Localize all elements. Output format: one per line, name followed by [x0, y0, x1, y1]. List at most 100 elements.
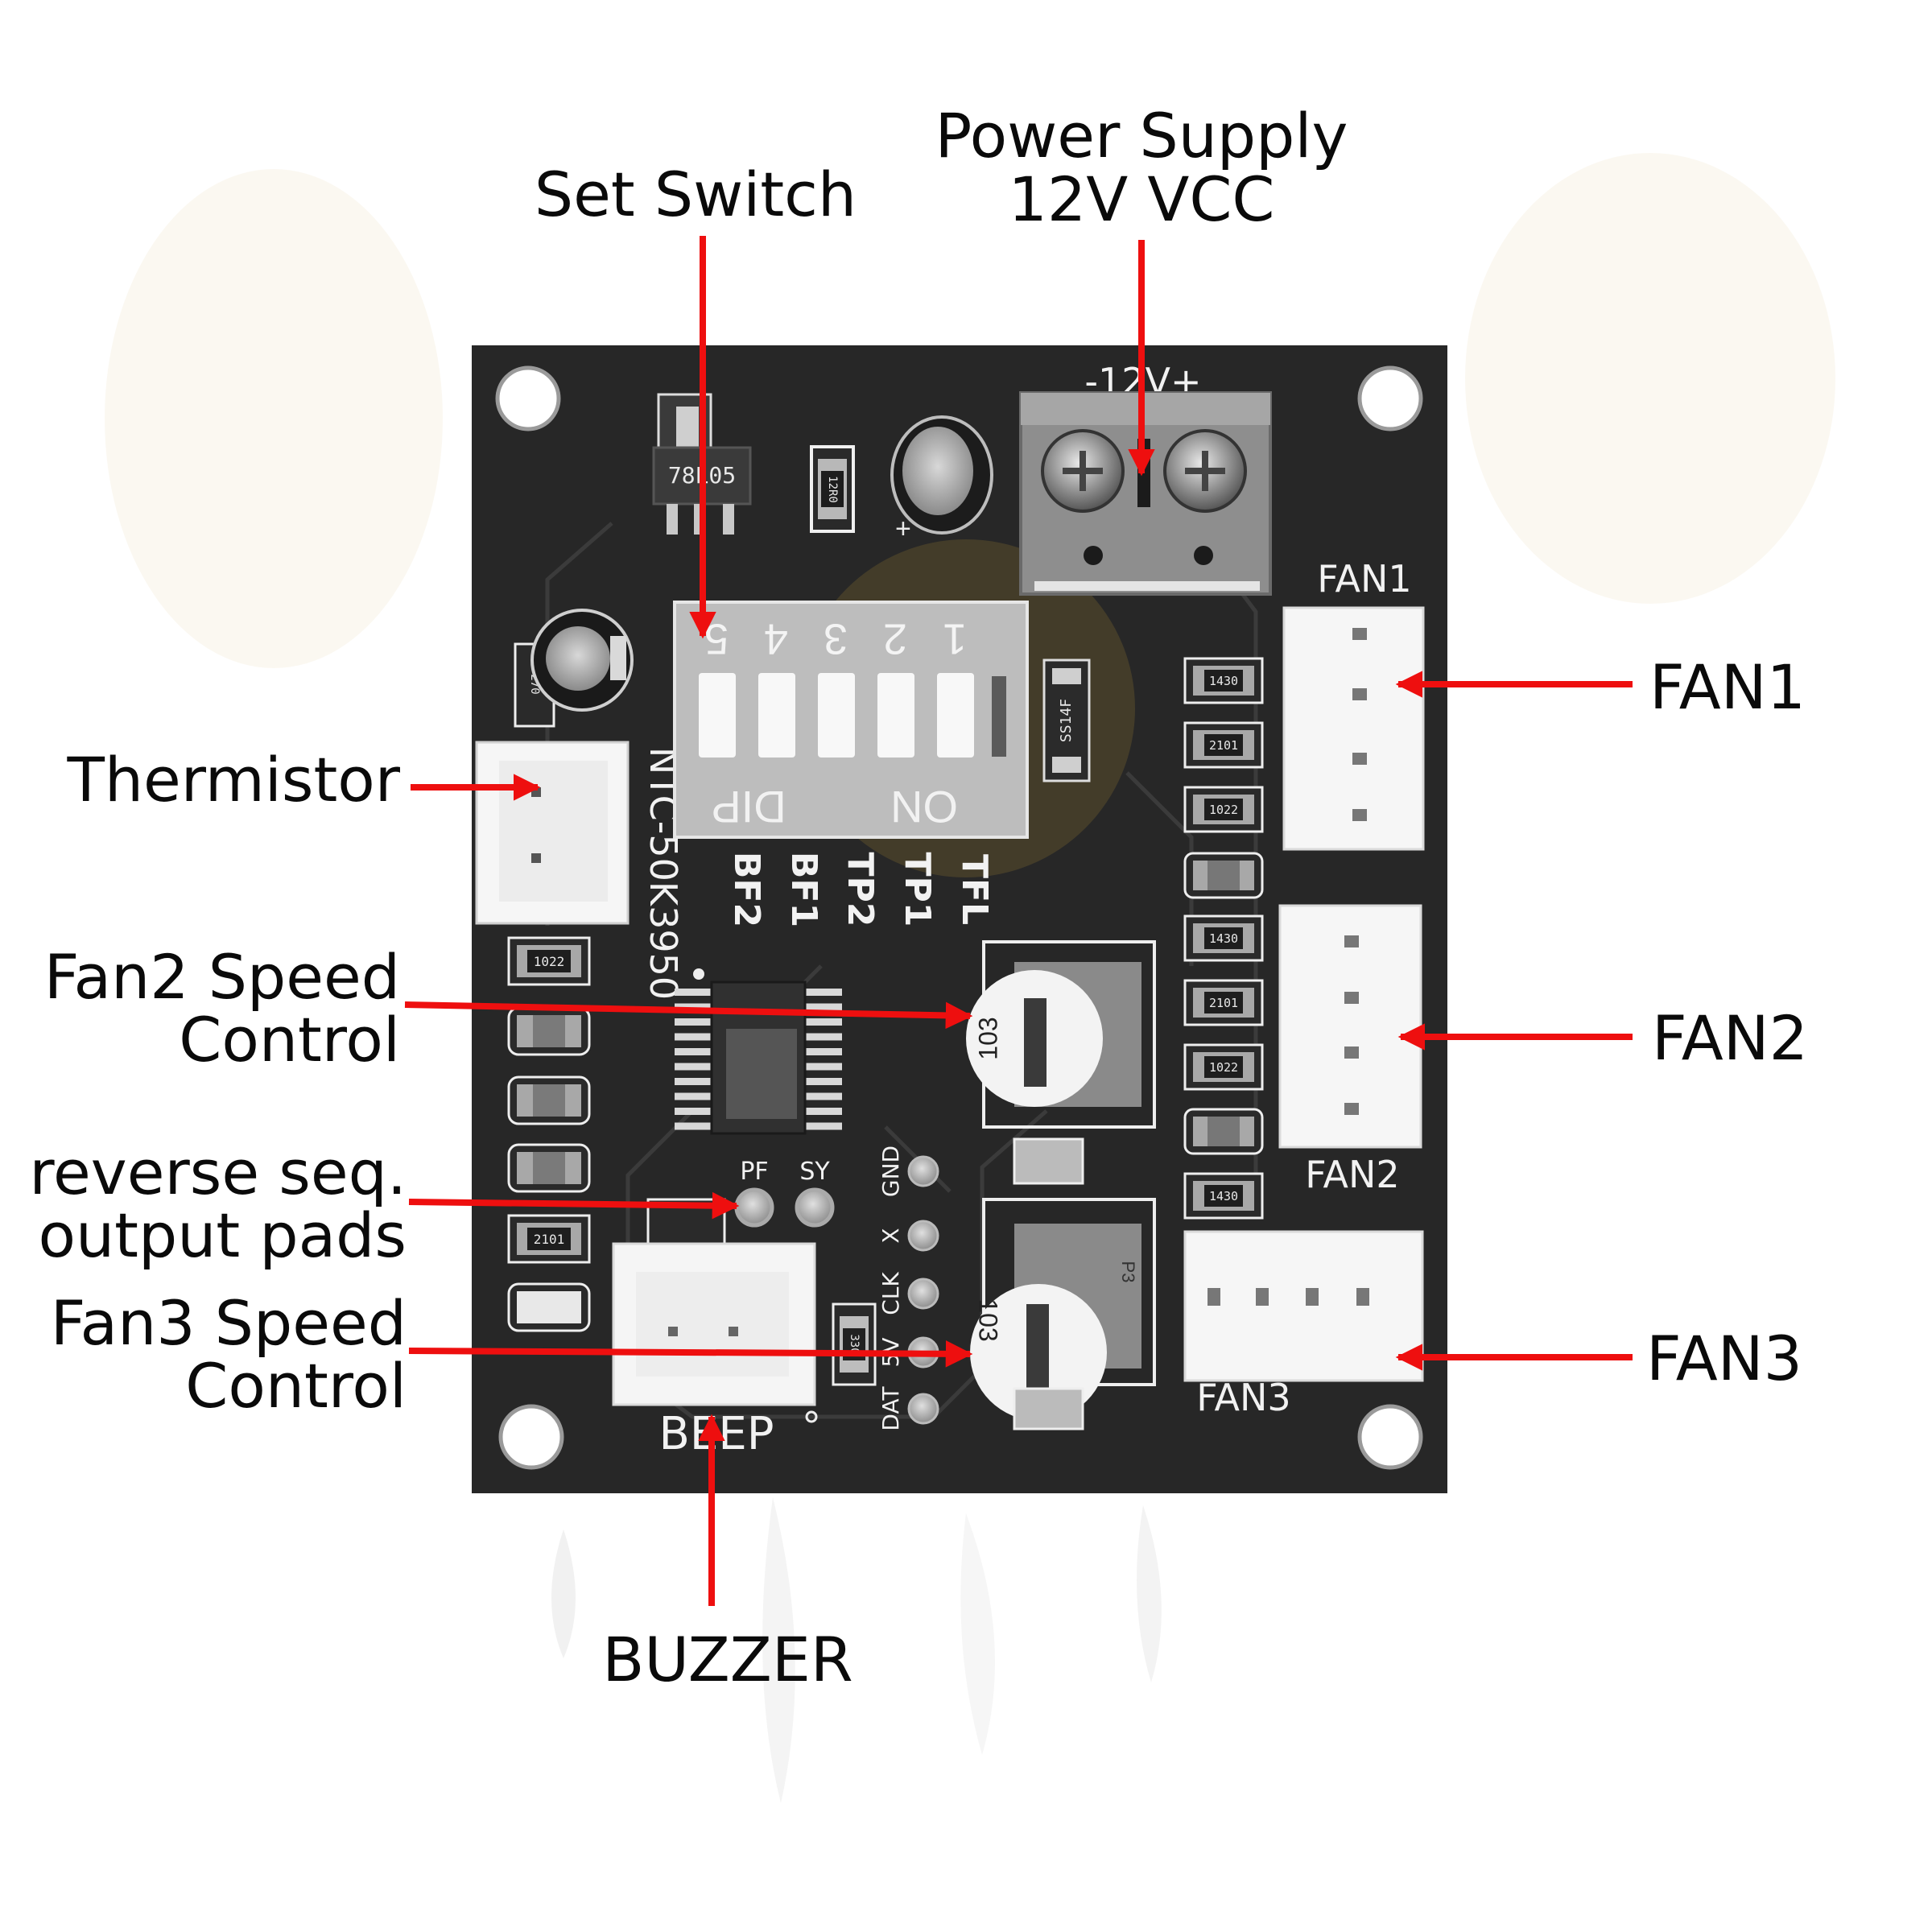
ic-pin: [675, 1033, 712, 1041]
label-power-supply-line2: 12V VCC: [1009, 163, 1275, 235]
dip-toggle-2[interactable]: [877, 673, 914, 758]
prog-pin-label: CLK: [877, 1272, 904, 1315]
pad-pf[interactable]: [734, 1187, 774, 1228]
dip-number-3: 3: [824, 615, 848, 663]
capacitor-plus-mark: +: [895, 514, 911, 544]
label-buzzer: BUZZER: [602, 1624, 852, 1695]
dip-switch[interactable]: 5 4 3 2 1 DIP ON: [673, 601, 1029, 839]
dip-toggle-1[interactable]: [937, 673, 974, 758]
mounting-holes: [495, 365, 1423, 1470]
left-resistor-column: 1022 2101: [507, 936, 591, 1332]
right-resistor-column: 1430 2101 1022 1430 2101 1022 1430: [1183, 657, 1264, 1220]
prog-pin-dat[interactable]: DAT: [877, 1386, 939, 1431]
fan3-header[interactable]: FAN3: [1183, 1230, 1424, 1419]
fan3-silkscreen-label: FAN3: [1196, 1376, 1290, 1419]
fan2-speed-trimmer[interactable]: 103: [966, 940, 1156, 1185]
fan2-silkscreen-label: FAN2: [1305, 1153, 1399, 1196]
resistor-12r0-marking: 12R0: [826, 476, 839, 503]
arrow-fan3-speed: [408, 1340, 973, 1368]
label-fan3-speed-line2: Control: [185, 1350, 407, 1422]
buzzer-silkscreen-label: BEEP: [659, 1408, 774, 1460]
smd-component: [507, 1282, 591, 1332]
ic-pin: [805, 1018, 842, 1026]
ic-pin: [805, 1048, 842, 1055]
pad-label-pf: PF: [740, 1158, 768, 1186]
smd-resistor: [1183, 1108, 1264, 1155]
dip-function-bf2: BF2: [726, 852, 767, 927]
dip-function-tfl: TFL: [954, 854, 995, 925]
ic-pin: [675, 1063, 712, 1071]
callout-arrows: [404, 236, 1633, 1606]
resistor-marking: 1022: [534, 954, 565, 969]
prog-pin-label: X: [877, 1228, 904, 1243]
callout-labels: Set Switch Power Supply 12V VCC Thermist…: [29, 100, 1808, 1695]
dip-toggle-5[interactable]: [699, 673, 736, 758]
smd-resistor: 1430: [1183, 657, 1264, 704]
smd-resistor: 1430: [1183, 1172, 1264, 1220]
resistor-marking: 1430: [1209, 931, 1238, 946]
pcb-board: 78L05 12R0 + -12V+: [472, 345, 1447, 1493]
label-fan1: FAN1: [1649, 651, 1806, 723]
ic-pin: [805, 1122, 842, 1130]
fan2-header[interactable]: FAN2: [1278, 904, 1422, 1196]
schottky-diode: SS14F: [1042, 658, 1091, 782]
mount-hole-bottom-right: [1357, 1404, 1423, 1470]
smd-resistor: 2101: [1183, 979, 1264, 1026]
pad-sy[interactable]: [795, 1187, 835, 1228]
label-fan2: FAN2: [1652, 1002, 1808, 1074]
ic-pin: [805, 1092, 842, 1100]
label-set-switch: Set Switch: [535, 159, 857, 230]
label-fan2-speed-line2: Control: [179, 1004, 400, 1075]
dip-function-tp2: TP2: [840, 852, 881, 927]
dip-label-dip: DIP: [711, 782, 786, 832]
ic-pin: [805, 989, 842, 996]
smd-resistor: 1430: [1183, 914, 1264, 962]
label-fan3-speed-line1: Fan3 Speed: [51, 1287, 407, 1359]
dip-toggle-3[interactable]: [818, 673, 855, 758]
resistor-330: 330: [832, 1302, 877, 1386]
prog-pin-gnd[interactable]: GND: [877, 1146, 939, 1197]
fan1-silkscreen-label: FAN1: [1317, 557, 1411, 601]
dip-toggle-4[interactable]: [758, 673, 795, 758]
resistor-marking: 2101: [1209, 996, 1238, 1010]
label-power-supply-line1: Power Supply: [935, 100, 1348, 171]
resistor-marking: 1430: [1209, 1189, 1238, 1203]
ic-pin: [805, 1078, 842, 1085]
smd-component: 1022: [507, 936, 591, 986]
fan3-speed-trimmer[interactable]: P3 103: [970, 1198, 1156, 1430]
smd-component: [507, 1075, 591, 1125]
prog-pin-clk[interactable]: CLK: [877, 1272, 939, 1315]
trimmer-label-p3: P3: [1118, 1261, 1138, 1283]
controller-ic: [675, 968, 842, 1135]
prog-pin-label: GND: [877, 1146, 904, 1197]
ic-pin: [675, 1122, 712, 1130]
smd-component: 2101: [507, 1214, 591, 1264]
mount-hole-top-right: [1357, 365, 1423, 431]
prog-pin-label: DAT: [877, 1386, 904, 1431]
resistor-marking: 1022: [1209, 803, 1238, 817]
label-fan3: FAN3: [1646, 1323, 1802, 1394]
dip-number-2: 2: [883, 615, 907, 663]
dip-function-bf1: BF1: [783, 852, 824, 927]
fan1-header[interactable]: FAN1: [1282, 557, 1425, 851]
dip-function-labels: BF2 BF1 TP2 TP1 TFL: [726, 852, 995, 927]
dip-number-1: 1: [943, 615, 967, 663]
ic-pin: [805, 1108, 842, 1115]
ic-pin: [805, 1003, 842, 1011]
ic-pin: [675, 1018, 712, 1026]
label-thermistor: Thermistor: [66, 744, 400, 815]
smd-resistor: [1183, 852, 1264, 899]
dip-label-on: ON: [890, 782, 958, 832]
thermistor-connector[interactable]: [475, 741, 630, 925]
diode-marking: SS14F: [1058, 699, 1075, 742]
pad-label-sy: SY: [799, 1158, 830, 1186]
ic-pin: [675, 1108, 712, 1115]
resistor-marking: 1430: [1209, 674, 1238, 688]
dip-function-tp1: TP1: [897, 852, 938, 927]
smd-resistor: 1022: [1183, 1043, 1264, 1091]
prog-pin-x[interactable]: X: [877, 1220, 939, 1252]
smd-component: [507, 1143, 591, 1193]
smd-resistor: 2101: [1183, 721, 1264, 769]
